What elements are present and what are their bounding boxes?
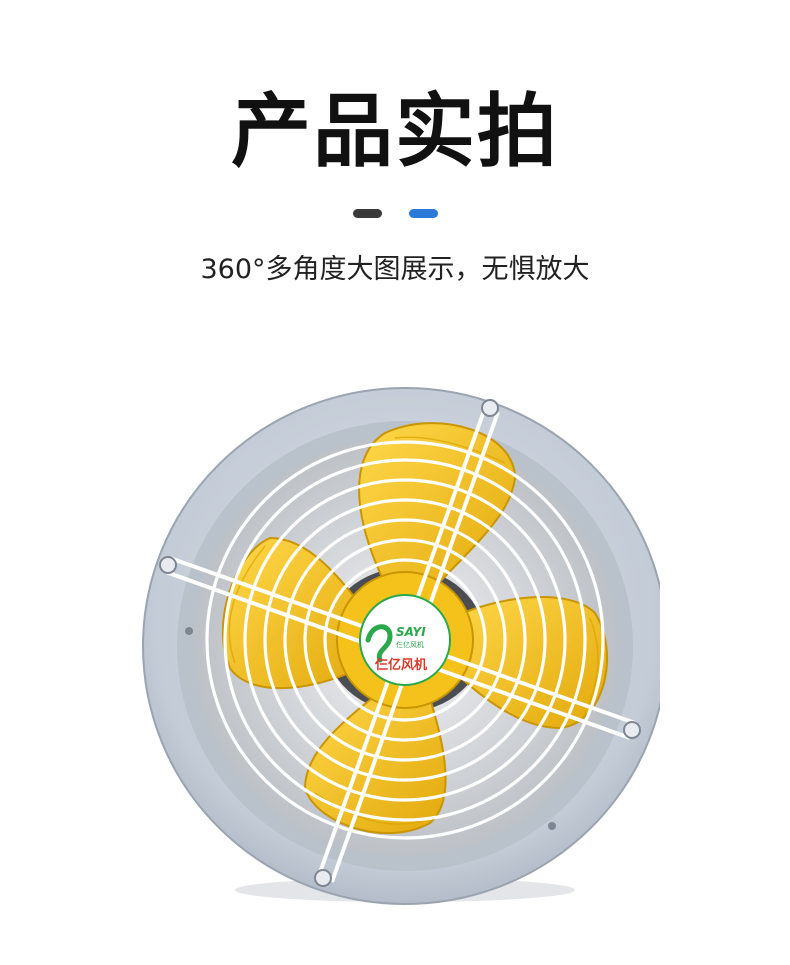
brand-logo-badge: SAYI 仨亿风机 仨亿风机 (359, 594, 451, 686)
fan-blade-top (358, 422, 517, 600)
bolt-left (185, 627, 193, 635)
mounting-screws (159, 399, 641, 887)
screw-top (481, 399, 499, 417)
bolt-bottom (548, 822, 556, 830)
screw-right (623, 721, 641, 739)
screw-left (159, 556, 177, 574)
logo-cn-text: 仨亿风机 (374, 657, 427, 673)
wire-guard (205, 440, 605, 840)
logo-swirl-icon (365, 624, 393, 663)
indicator-dot-active (409, 209, 438, 218)
indicator-dot-dark (353, 209, 382, 218)
axial-fan-photo: SAYI 仨亿风机 仨亿风机 (142, 387, 660, 905)
screw-bottom (314, 869, 332, 887)
logo-brand-text: SAYI (396, 625, 426, 639)
slide-indicator (0, 209, 790, 219)
page-subtitle: 360°多角度大图展示，无惧放大 (200, 254, 590, 285)
logo-small-text: 仨亿风机 (396, 640, 424, 649)
page-title: 产品实拍 (231, 85, 559, 178)
